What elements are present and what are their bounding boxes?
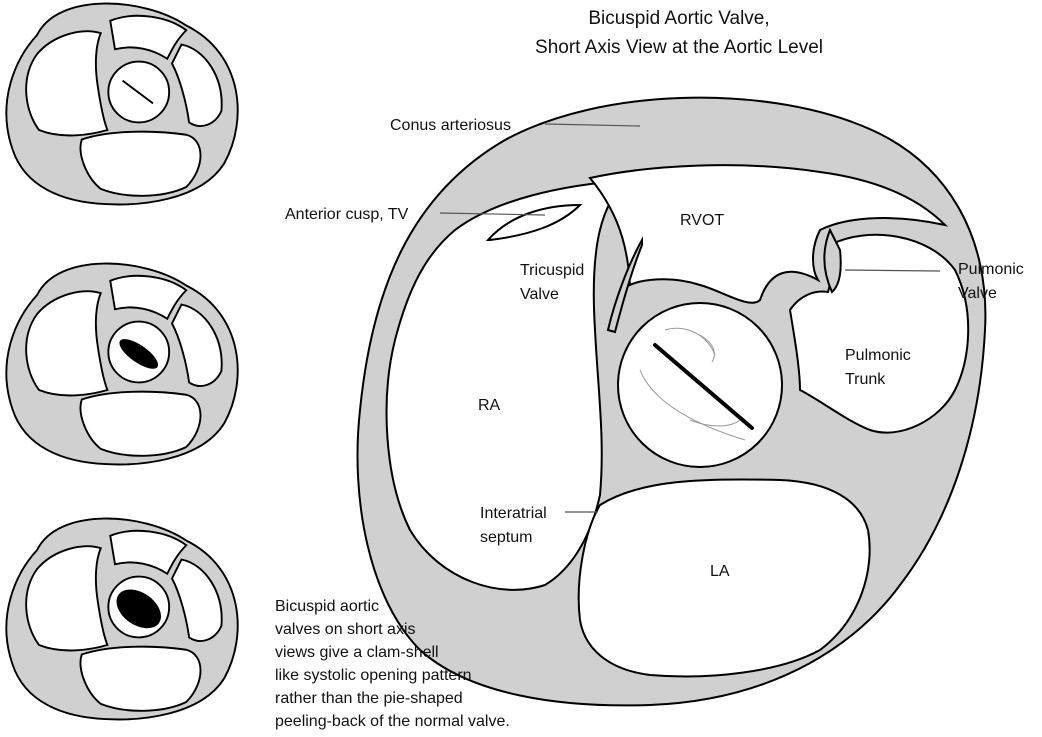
label-pulmonic-trunk-line2: Trunk xyxy=(845,371,886,388)
note-line: Bicuspid aortic xyxy=(275,598,379,615)
mini-heart-partial-open xyxy=(6,264,237,465)
label-tricuspid-line1: Tricuspid xyxy=(520,262,584,279)
note-line: views give a clam-shell xyxy=(275,644,439,661)
label-tricuspid-line2: Valve xyxy=(520,286,559,303)
label-interatrial-line1: Interatrial xyxy=(480,505,547,522)
label-pulmonic-trunk-line1: Pulmonic xyxy=(845,347,911,364)
label-rvot: RVOT xyxy=(680,212,724,229)
main-heart-diagram xyxy=(358,98,986,706)
label-interatrial-line2: septum xyxy=(480,529,532,546)
mini-heart-fully-open xyxy=(6,519,237,720)
note-line: peeling-back of the normal valve. xyxy=(275,713,510,730)
mini-heart-closed xyxy=(6,4,237,205)
label-anterior-cusp: Anterior cusp, TV xyxy=(285,206,409,223)
label-conus-arteriosus: Conus arteriosus xyxy=(390,117,511,134)
label-pulmonic-valve-line1: Pulmonic xyxy=(958,261,1024,278)
label-ra: RA xyxy=(478,397,501,414)
diagram-title-line2: Short Axis View at the Aortic Level xyxy=(535,37,823,58)
label-pulmonic-valve-line2: Valve xyxy=(958,285,997,302)
note-line: like systolic opening pattern xyxy=(275,667,472,684)
note-line: rather than the pie-shaped xyxy=(275,690,463,707)
diagram-title-line1: Bicuspid Aortic Valve, xyxy=(588,8,769,29)
note-line: valves on short axis xyxy=(275,621,416,638)
label-la: LA xyxy=(710,563,730,580)
